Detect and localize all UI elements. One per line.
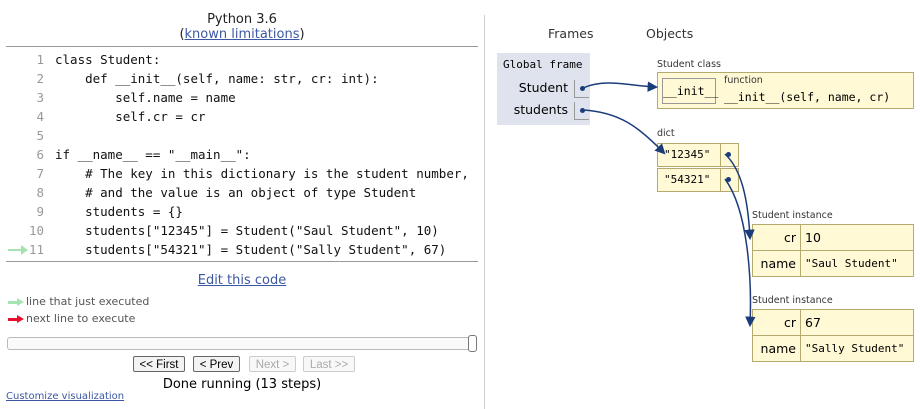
arrow-student-to-class	[582, 81, 659, 92]
student-class-object: __init__ function __init__(self, name, c…	[657, 72, 914, 109]
global-frame: Global frame Student students	[497, 53, 590, 125]
pointer-dot-icon	[726, 177, 731, 182]
field-value: 10	[800, 225, 913, 250]
code-pane: Python 3.6 (known limitations) 1 class St…	[0, 12, 484, 402]
frame-var-student: Student	[518, 80, 568, 95]
line-number: 9	[36, 204, 44, 219]
line-text: self.name = name	[55, 90, 236, 105]
instance-field-row: cr 10	[752, 224, 914, 251]
objects-header: Objects	[646, 26, 694, 41]
line-text: # and the value is an object of type Stu…	[55, 185, 417, 200]
frame-title: Global frame	[503, 58, 583, 71]
instance-label: Student instance	[752, 210, 833, 221]
field-name: name	[760, 256, 796, 271]
field-value: 67	[800, 310, 913, 335]
dict-value-cell	[720, 169, 737, 191]
pane-divider	[484, 15, 485, 409]
known-limitations-link[interactable]: known limitations	[184, 27, 300, 42]
line-text: # The key in this dictionary is the stud…	[55, 166, 469, 181]
instance-field-row: name "Sally Student"	[752, 335, 914, 362]
field-name: cr	[783, 230, 796, 245]
dict-label: dict	[657, 128, 675, 139]
limits-close: )	[299, 27, 305, 42]
line-number: 4	[36, 109, 44, 124]
line-number: 5	[36, 128, 44, 143]
step-slider[interactable]	[7, 335, 477, 352]
line-number: 1	[36, 52, 44, 67]
dict-row: "54321"	[657, 168, 739, 192]
student-instance: cr 67 name "Sally Student"	[752, 309, 914, 362]
line-text: def __init__(self, name: str, cr: int):	[55, 71, 379, 86]
line-number: 6	[36, 147, 44, 162]
instance-field-row: cr 67	[752, 309, 914, 336]
student-class-label: Student class	[657, 59, 721, 70]
line-number: 8	[36, 185, 44, 200]
edit-code-link[interactable]: Edit this code	[197, 273, 287, 288]
function-label: function	[724, 75, 763, 86]
limits-open: (	[179, 27, 185, 42]
arrow-students-to-dict	[582, 109, 666, 155]
last-button[interactable]: Last >>	[303, 356, 355, 372]
slider-thumb[interactable]	[468, 335, 477, 352]
first-button[interactable]: << First	[133, 356, 185, 372]
status-text: Done running (13 steps)	[162, 377, 322, 392]
line-number: 10	[28, 223, 44, 238]
frames-header: Frames	[548, 26, 594, 41]
class-attr-key: __init__	[662, 78, 718, 104]
line-text: if __name__ == "__main__":	[55, 147, 251, 162]
limitations-line: (known limitations)	[0, 27, 484, 42]
dict-key: "12345"	[664, 148, 711, 161]
line-text: class Student:	[55, 52, 161, 67]
pointer-dot-icon	[580, 86, 585, 91]
edit-code-container: Edit this code	[0, 273, 484, 288]
line-number: 3	[36, 90, 44, 105]
frame-var-students: students	[513, 102, 568, 117]
customize-link[interactable]: Customize visualization	[6, 391, 125, 402]
frame-pointer-cell	[574, 102, 589, 120]
legend-executed-label: line that just executed	[26, 295, 150, 308]
field-value: "Sally Student"	[800, 336, 913, 361]
line-text: self.cr = cr	[55, 109, 206, 124]
language-label: Python 3.6	[207, 12, 277, 27]
arrow-54321-to-instance	[724, 178, 756, 328]
pointer-dot-icon	[580, 108, 585, 113]
dict-value-cell	[720, 144, 737, 166]
instance-field-row: name "Saul Student"	[752, 250, 914, 277]
field-name: cr	[783, 315, 796, 330]
line-text: students["12345"] = Student("Saul Studen…	[55, 223, 439, 238]
line-number: 11	[28, 242, 44, 257]
field-value: "Saul Student"	[800, 251, 913, 276]
executed-line-arrow-icon	[8, 245, 28, 255]
next-button[interactable]: Next >	[249, 356, 296, 372]
red-arrow-icon	[8, 315, 24, 323]
line-text: students["54321"] = Student("Sally Stude…	[55, 242, 447, 257]
legend-next-label: next line to execute	[26, 312, 136, 325]
frame-pointer-cell	[574, 80, 589, 98]
customize-container: Customize visualization	[6, 391, 124, 402]
student-instance: cr 10 name "Saul Student"	[752, 224, 914, 277]
green-arrow-icon	[8, 298, 24, 306]
pointer-dot-icon	[726, 152, 731, 157]
line-number: 7	[36, 166, 44, 181]
code-listing: 1 class Student: 2 def __init__(self, nam…	[6, 46, 478, 262]
dict-key: "54321"	[664, 173, 711, 186]
dict-row: "12345"	[657, 143, 739, 167]
function-signature: __init__(self, name, cr)	[724, 90, 891, 104]
instance-label: Student instance	[752, 295, 833, 306]
line-text: students = {}	[55, 204, 183, 219]
line-number: 2	[36, 71, 44, 86]
prev-button[interactable]: < Prev	[193, 356, 240, 372]
field-name: name	[760, 341, 796, 356]
